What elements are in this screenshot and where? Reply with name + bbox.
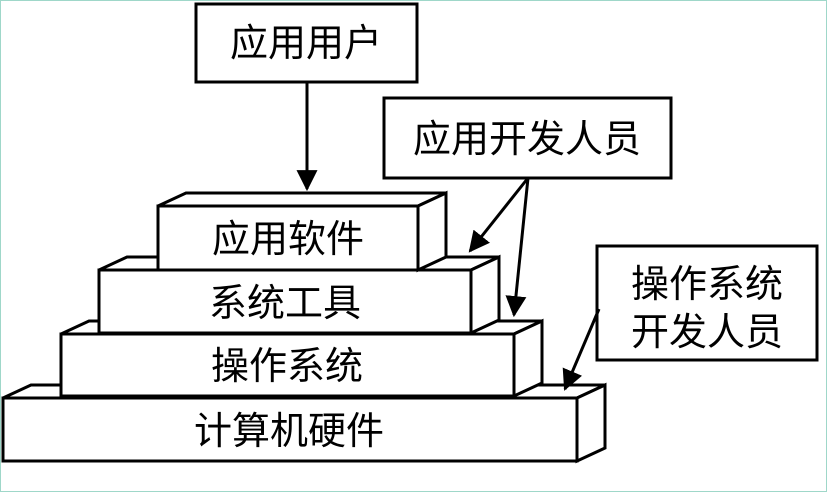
actor-os-developer-label-line2: 开发人员	[631, 310, 783, 354]
layer-application-software-label: 应用软件	[212, 217, 364, 261]
actor-os-developer-box	[595, 244, 819, 362]
actor-end-user-label: 应用用户	[230, 21, 382, 65]
layer-system-tools-label: 系统工具	[209, 281, 361, 325]
layer-application-software-block	[156, 190, 448, 273]
layer-operating-system-label: 操作系统	[211, 344, 363, 388]
actor-app-developer-box	[382, 96, 673, 180]
layer-computer-hardware-label: 计算机硬件	[194, 409, 384, 453]
actor-os-developer-label-line1: 操作系统	[631, 262, 783, 306]
actor-end-user-box	[194, 2, 419, 84]
arrow-os-developer-to-operating-system	[562, 308, 601, 391]
arrow-app-developer-to-application-software	[468, 177, 530, 253]
arrow-app-developer-to-system-tools	[505, 177, 530, 318]
actor-app-developer-label: 应用开发人员	[413, 117, 641, 161]
